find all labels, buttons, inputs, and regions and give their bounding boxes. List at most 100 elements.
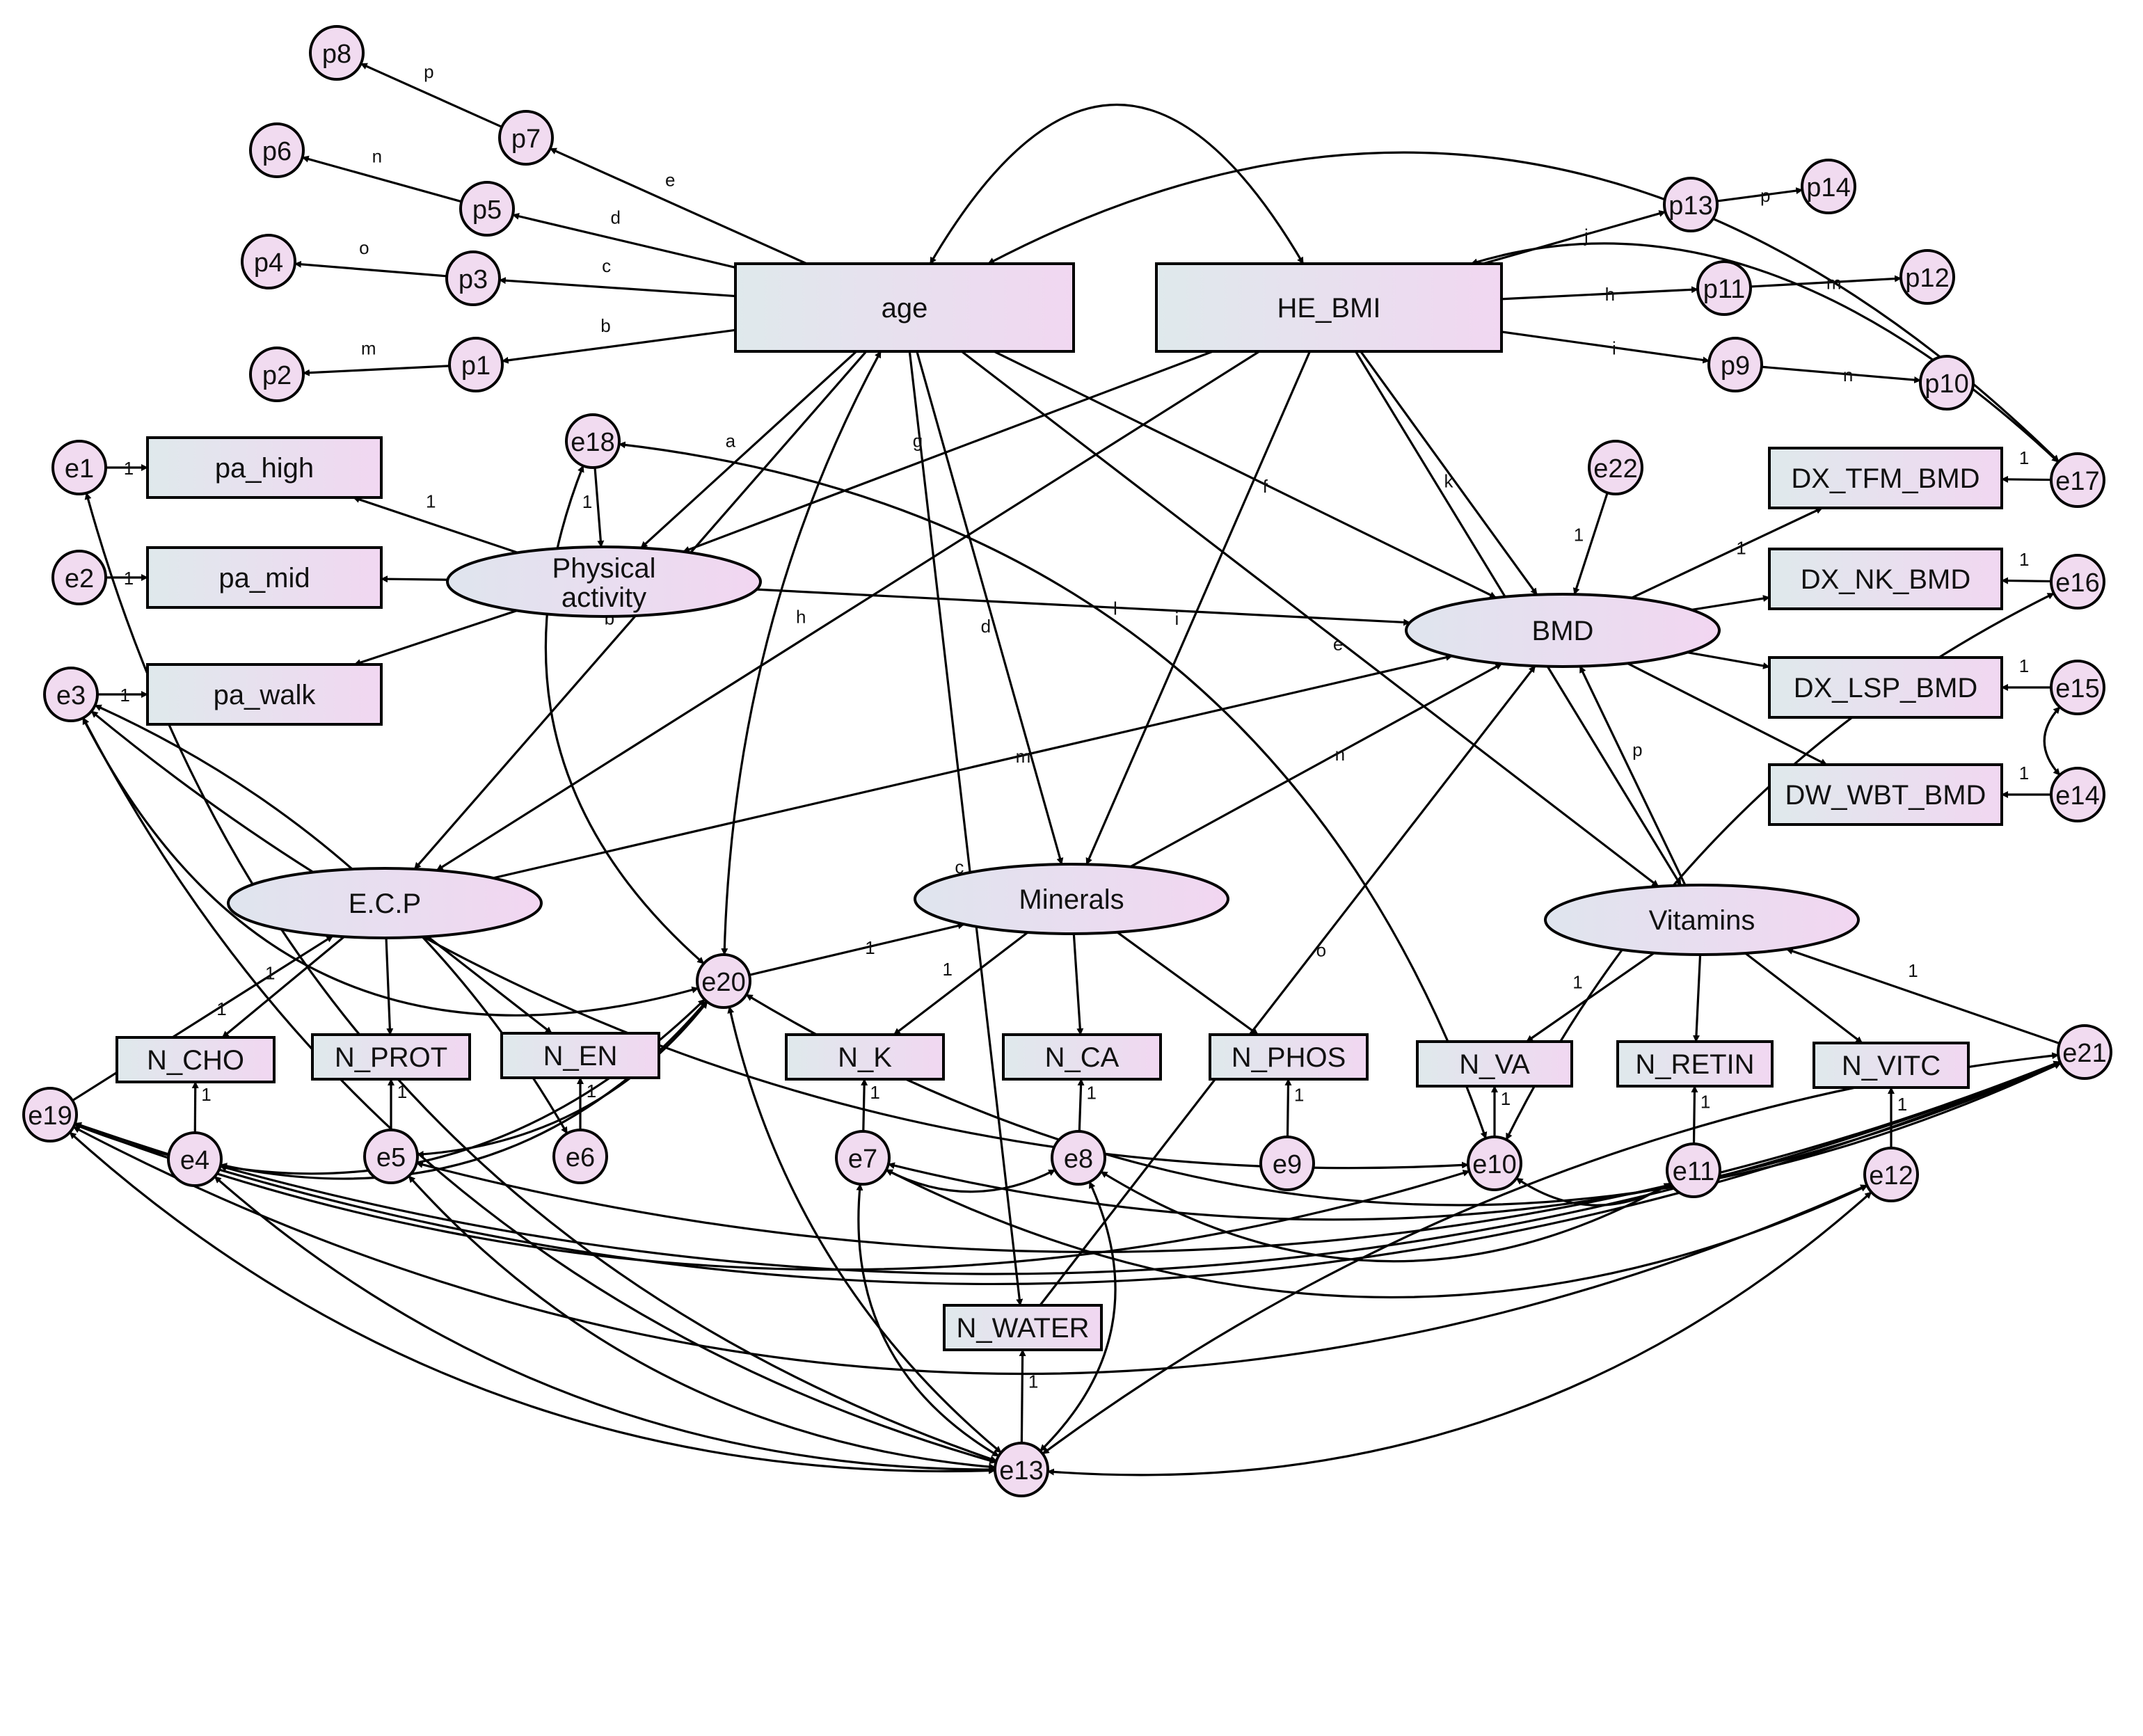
p6-shape: [249, 122, 305, 178]
path-label: 1: [120, 685, 129, 706]
e2-label: e2: [65, 564, 94, 594]
p3-label: p3: [459, 265, 488, 294]
p6-label: p6: [262, 137, 292, 166]
vitamins-shape: [1544, 884, 1860, 956]
path-label: k: [1444, 471, 1453, 492]
p5-shape: [459, 181, 515, 237]
node-p8: p8: [309, 25, 365, 81]
p10-label: p10: [1925, 369, 1968, 399]
node-e4: e4: [167, 1131, 223, 1187]
node-p14: p14: [1801, 159, 1856, 214]
e16-label: e16: [2055, 568, 2099, 598]
e7-label: e7: [848, 1145, 877, 1174]
path-e20-to-minerals: [749, 922, 965, 976]
node-e22: e22: [1588, 440, 1643, 495]
e2-shape: [51, 550, 107, 605]
e8-shape: [1051, 1130, 1106, 1186]
covariance-e7-e12: [885, 1168, 1868, 1299]
path-e16-to-dx_nk_bmd: [2001, 577, 2052, 584]
physical-activity-shape: [446, 546, 762, 618]
node-p11: p11: [1696, 260, 1752, 316]
path-vitamins-to-n_va: [1526, 952, 1655, 1043]
minerals-shape: [914, 863, 1229, 935]
path-e18-to-physical_activity: [593, 467, 605, 548]
e9-shape: [1259, 1136, 1315, 1191]
node-e6: e6: [552, 1129, 608, 1184]
p14-shape: [1801, 159, 1856, 214]
e13-shape: [994, 1442, 1049, 1497]
path-label: 1: [1086, 1082, 1096, 1103]
e9-label: e9: [1273, 1150, 1302, 1179]
e10-label: e10: [1472, 1150, 1516, 1179]
path-minerals-to-bmd: [1129, 662, 1503, 868]
ecp-shape: [227, 867, 543, 939]
path-he_bmi-to-p13: [1482, 210, 1666, 265]
path-e7-to-n_k: [861, 1078, 868, 1132]
n-retin-shape: [1616, 1040, 1774, 1088]
e5-label: e5: [376, 1143, 406, 1172]
node-p2: p2: [249, 347, 305, 402]
e6-shape: [552, 1129, 608, 1184]
n-prot-shape: [311, 1033, 471, 1081]
path-e9-to-n_phos: [1284, 1078, 1292, 1138]
p4-shape: [241, 234, 296, 289]
node-e16: e16: [2050, 554, 2105, 610]
node-p13: p13: [1663, 177, 1719, 232]
path-label: 1: [582, 491, 592, 512]
path-label: p: [1632, 739, 1642, 760]
p10-shape: [1919, 355, 1975, 411]
path-age-to-p1: [501, 328, 736, 364]
path-label: 1: [1028, 1371, 1038, 1392]
path-minerals-to-n_k: [893, 931, 1029, 1036]
path-p3-to-p4: [294, 260, 447, 278]
path-vitamins-to-bmd: [1579, 665, 1687, 886]
node-n-ca: N_CA: [1002, 1033, 1162, 1081]
path-label: 1: [124, 568, 134, 589]
dx-nk-bmd-shape: [1768, 548, 2003, 610]
path-age-to-bmd: [993, 350, 1497, 599]
node-e3: e3: [43, 667, 99, 722]
covariance-e1-e13: [84, 492, 998, 1463]
path-label: 1: [587, 1081, 596, 1101]
dx-tfm-bmd-label: DX_TFM_BMD: [1791, 463, 1979, 494]
node-n-vitc: N_VITC: [1813, 1042, 1970, 1089]
e13-label: e13: [999, 1456, 1043, 1486]
node-e14: e14: [2050, 767, 2105, 822]
path-p13-to-p14: [1716, 187, 1803, 202]
p8-label: p8: [322, 40, 351, 69]
n-va-label: N_VA: [1459, 1049, 1530, 1080]
path-label: 1: [2019, 655, 2029, 676]
path-label: n: [372, 145, 382, 166]
path-label: 1: [2019, 763, 2029, 783]
path-label: l: [1113, 598, 1117, 619]
node-e11: e11: [1666, 1142, 1721, 1198]
covariance-age-he_bmi: [929, 103, 1305, 264]
e15-label: e15: [2055, 674, 2099, 703]
p11-shape: [1696, 260, 1752, 316]
dx-tfm-bmd-shape: [1768, 447, 2003, 509]
path-label: e: [1333, 634, 1343, 655]
node-n-k: N_K: [785, 1033, 945, 1081]
path-he_bmi-to-p11: [1501, 286, 1699, 301]
n-prot-label: N_PROT: [335, 1042, 447, 1073]
path-age-to-p3: [498, 277, 736, 298]
path-physical_activity-to-pa_mid: [381, 575, 448, 583]
node-bmd: BMD: [1405, 593, 1721, 668]
path-label: d: [981, 616, 991, 637]
path-physical_activity-to-pa_walk: [353, 610, 518, 666]
n-retin-label: N_RETIN: [1635, 1049, 1754, 1080]
node-pa-walk: pa_walk: [146, 663, 383, 726]
path-label: 1: [1700, 1092, 1710, 1113]
pa-mid-label: pa_mid: [218, 563, 310, 594]
node-e21: e21: [2057, 1024, 2112, 1080]
p7-label: p7: [511, 125, 541, 154]
e11-shape: [1666, 1142, 1721, 1198]
p4-label: p4: [254, 248, 283, 278]
n-cho-shape: [115, 1036, 276, 1083]
minerals-label: Minerals: [1019, 884, 1124, 915]
node-e15: e15: [2050, 660, 2105, 715]
he-bmi-label: HE_BMI: [1277, 293, 1381, 324]
n-vitc-label: N_VITC: [1842, 1051, 1941, 1081]
p5-label: p5: [472, 196, 502, 225]
e18-shape: [565, 413, 621, 469]
